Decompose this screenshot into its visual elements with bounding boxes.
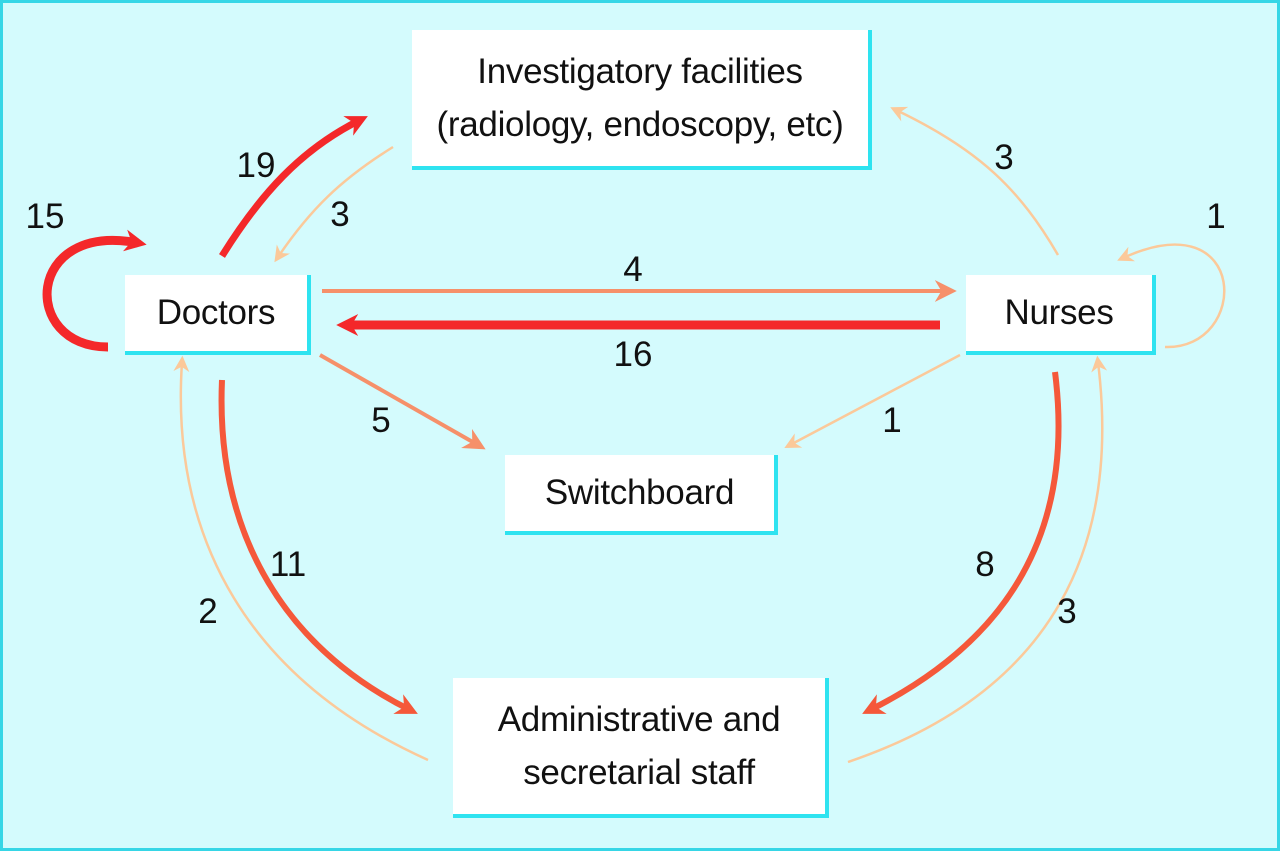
investigatory-facilities-box: Investigatory facilities (radiology, end… [412, 30, 872, 170]
flow-label-doctors-to-nurses: 4 [623, 250, 643, 289]
flow-label-nurses-self: 1 [1206, 197, 1226, 236]
nurses-label: Nurses [1004, 293, 1114, 333]
arrow-doctors-self [42, 229, 147, 352]
arrow-admin-to-nurses [847, 355, 1108, 764]
switchboard-label: Switchboard [544, 473, 735, 513]
nurses-box: Nurses [966, 275, 1156, 355]
arrow-nurses-to-admin [862, 371, 1062, 714]
flow-label-nurses-to-admin: 8 [975, 545, 995, 584]
flow-label-doctors-self: 15 [25, 197, 65, 236]
doctors-label: Doctors [156, 293, 276, 333]
investigatory-line-1: Investigatory facilities [477, 51, 803, 91]
flow-label-admin-to-nurses: 3 [1057, 592, 1077, 631]
arrow-doctors-to-admin [218, 379, 418, 714]
flow-label-doctors-to-investigatory: 19 [236, 146, 276, 185]
flow-label-doctors-to-admin: 11 [269, 545, 307, 584]
arrow-nurses-self [1117, 243, 1226, 349]
investigatory-line-2: (radiology, endoscopy, etc) [436, 105, 844, 144]
switchboard-box: Switchboard [505, 455, 778, 535]
admin-line-1: Administrative and [497, 699, 781, 739]
arrow-investigatory-to-doctors [274, 145, 394, 263]
flow-label-nurses-to-doctors: 16 [613, 335, 653, 374]
admin-line-2: secretarial staff [523, 753, 755, 792]
arrow-doctors-to-investigatory [219, 116, 368, 258]
arrow-nurses-to-investigatory [890, 106, 1060, 256]
flow-label-doctors-to-switchboard: 5 [371, 401, 391, 440]
flow-label-nurses-to-investigatory: 3 [994, 138, 1014, 177]
flow-label-nurses-to-switchboard: 1 [882, 401, 902, 440]
flow-label-admin-to-doctors: 2 [198, 592, 218, 631]
flow-label-investigatory-to-doctors: 3 [330, 195, 350, 234]
admin-staff-box: Administrative and secretarial staff [453, 678, 829, 818]
arrow-doctors-to-switchboard [319, 353, 486, 450]
arrow-admin-to-doctors [173, 355, 429, 762]
arrow-nurses-to-switchboard [784, 353, 961, 448]
doctors-box: Doctors [125, 275, 311, 355]
